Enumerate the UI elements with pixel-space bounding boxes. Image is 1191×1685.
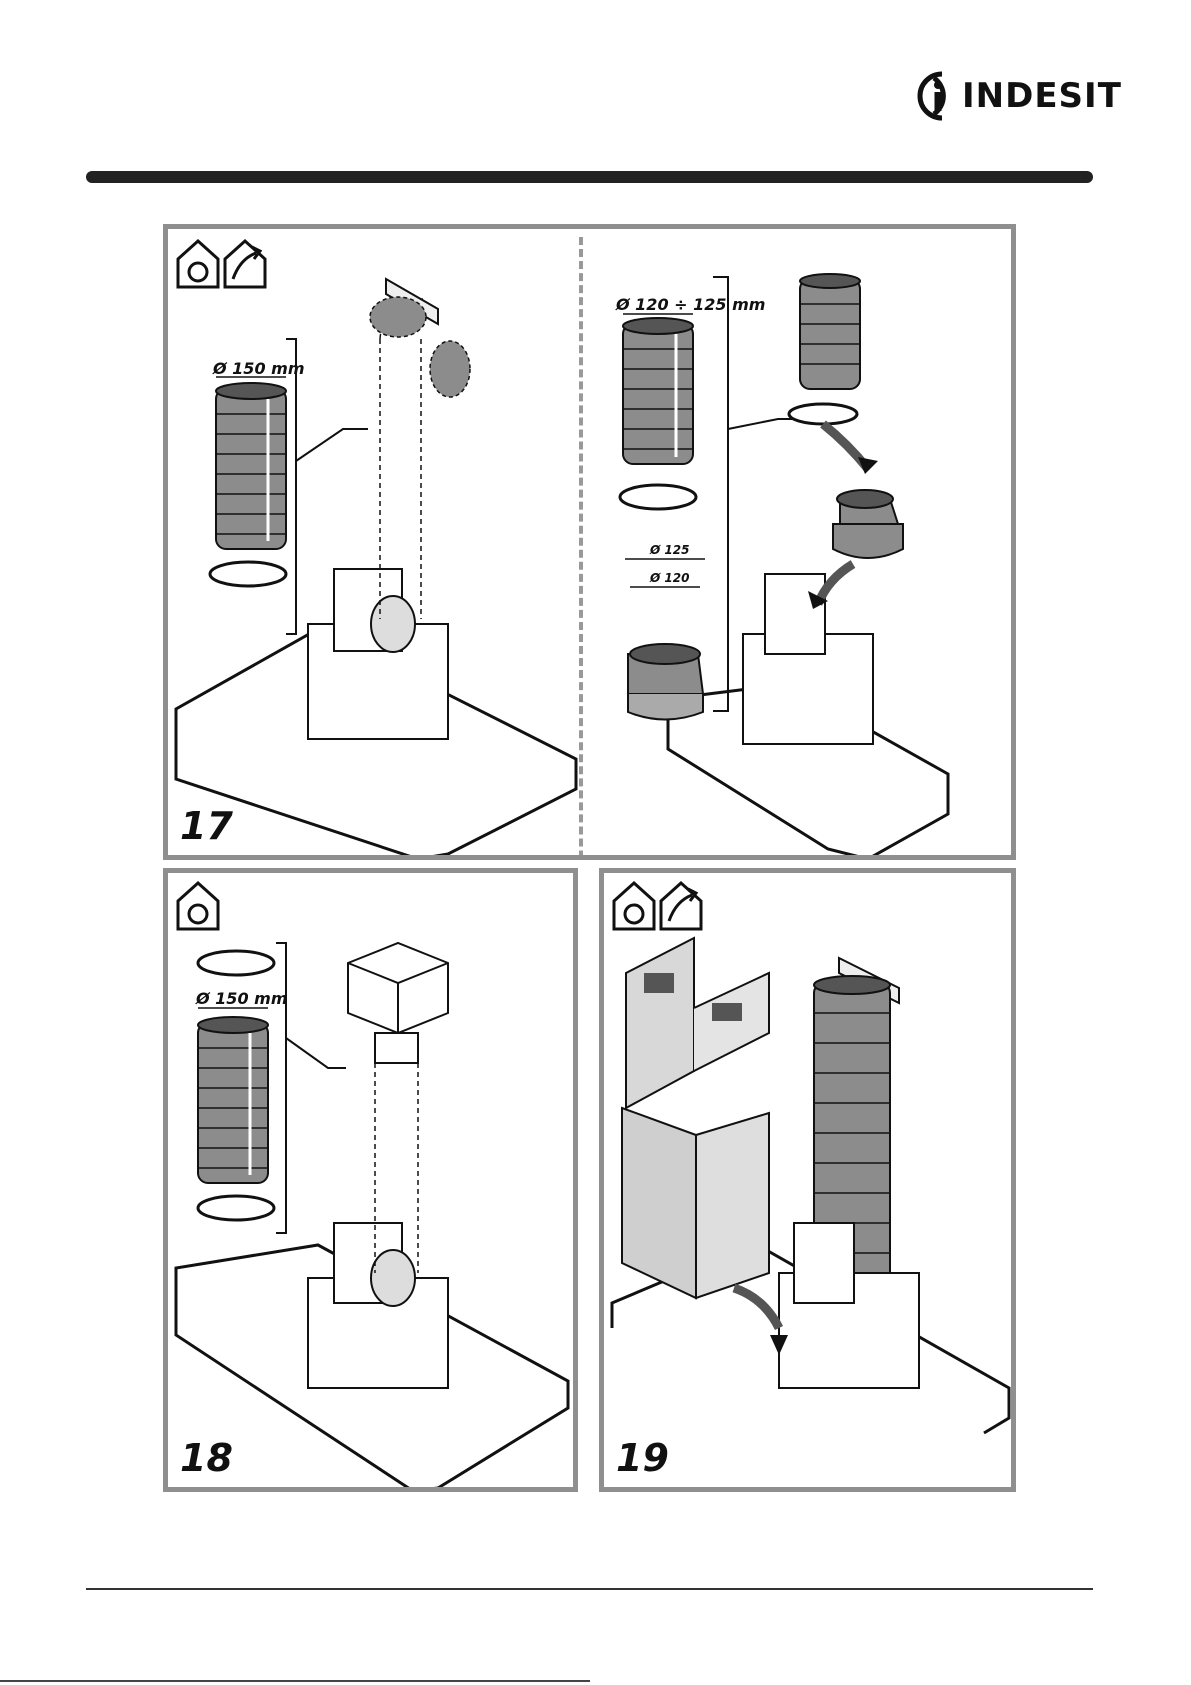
arrow-down (734, 1288, 779, 1328)
figure-17-illustration (168, 229, 1016, 860)
dim-label-125: Ø 125 (650, 543, 689, 557)
indesit-logo-icon (912, 68, 962, 124)
dim-label-120-125: Ø 120 ÷ 125 mm (616, 295, 765, 314)
reducer-adapter-assembled (833, 490, 903, 558)
figure-number-17: 17 (180, 804, 233, 848)
flexible-duct-120 (623, 318, 693, 464)
figure-17-panel: Ø 150 mm Ø 120 ÷ 125 mm Ø 125 Ø 120 17 (163, 224, 1016, 860)
hose-clamp-top (198, 951, 274, 975)
hose-clamp-top-right (789, 404, 857, 424)
figure-19-panel: 19 (599, 868, 1016, 1492)
hose-clamp-left (210, 562, 286, 586)
extraction-mode-icon (661, 883, 701, 929)
recirculation-mode-icon (178, 241, 218, 287)
figure-18-panel: Ø 150 mm 18 (163, 868, 578, 1492)
figure-17-divider (579, 237, 583, 860)
figure-number-19: 19 (616, 1436, 669, 1480)
footer-rule (0, 1680, 590, 1682)
hose-clamp-bottom (198, 1196, 274, 1220)
brand-logo: INDESIT (912, 68, 1092, 124)
motor-box-right (743, 574, 873, 744)
chimney-upper (626, 938, 769, 1108)
figure-19-illustration (604, 873, 1016, 1492)
figure-18-illustration (168, 873, 578, 1492)
recirculation-mode-icon (178, 883, 218, 929)
motor-box-left (308, 569, 448, 739)
flexible-duct-150 (198, 1017, 268, 1183)
chimney-lower (622, 1108, 769, 1298)
hose-clamp-right (620, 485, 696, 509)
extraction-mode-icon (225, 241, 265, 287)
brand-name: INDESIT (962, 76, 1122, 116)
motor-box (779, 1223, 919, 1388)
callout-bracket (276, 943, 346, 1233)
dim-label-150: Ø 150 mm (196, 989, 287, 1008)
duct-opening-side (430, 341, 470, 397)
figure-number-18: 18 (180, 1436, 233, 1480)
recirculation-filter-box (348, 943, 448, 1063)
flexible-duct-right-top (800, 274, 860, 389)
duct-opening-top (370, 297, 426, 337)
top-rule (86, 171, 1093, 183)
reducer-adapter (628, 644, 703, 720)
flexible-duct-150 (216, 383, 286, 549)
motor-box (308, 1223, 448, 1388)
dim-label-150: Ø 150 mm (213, 359, 304, 378)
recirculation-mode-icon (614, 883, 654, 929)
dim-label-120: Ø 120 (650, 571, 689, 585)
bottom-rule (86, 1588, 1093, 1590)
